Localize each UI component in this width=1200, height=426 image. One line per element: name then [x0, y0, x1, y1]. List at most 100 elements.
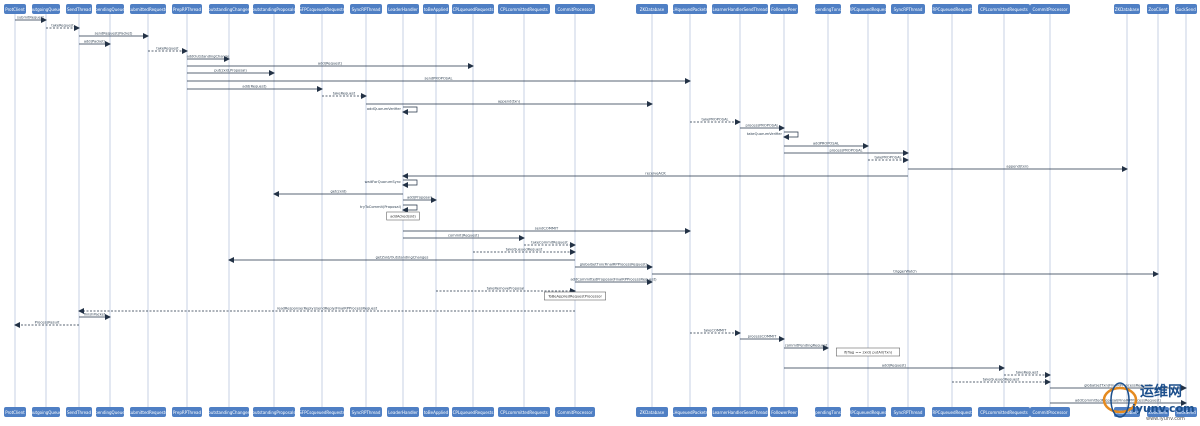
- self-message-arrow: [402, 204, 418, 213]
- self-message-0: takeQuorumVerifier: [747, 131, 799, 140]
- participant-box: [1030, 4, 1070, 14]
- participant-bottom-1: outgoingQueue: [31, 407, 62, 417]
- participant-box: [636, 407, 668, 417]
- message-6: add(Request): [187, 62, 474, 69]
- participant-bottom-18: FollowerPeer: [770, 407, 798, 417]
- message-30: readResponse(Reply)/sendReply/FinalRPPro…: [78, 307, 575, 314]
- message-29: takeRemoveProposal: [436, 287, 576, 294]
- message-36: add(Request): [784, 364, 1005, 371]
- participant-name: ZooClient: [1148, 410, 1168, 415]
- message-label: append(txn): [1006, 165, 1029, 169]
- participant-bottom-7: outstandingProposals: [253, 407, 295, 417]
- participant-box: [387, 407, 419, 417]
- message-label: add(Packet): [84, 40, 106, 44]
- participant-box: [770, 4, 798, 14]
- participant-box: [350, 407, 382, 417]
- participant-name: outstandingChanges: [208, 7, 249, 12]
- message-33: takeCOMMIT: [690, 329, 741, 336]
- message-label: sendRequest(Packet): [95, 32, 133, 36]
- participant-box: [32, 407, 60, 417]
- participant-box: [498, 4, 550, 14]
- participant-top-20: SRPCqueuedRequests: [846, 4, 890, 14]
- message-17: append(txn): [908, 165, 1128, 172]
- participant-box: [300, 407, 344, 417]
- participant-bottom-19: pendingTxns: [815, 407, 841, 417]
- message-12: takePROPOSAL: [690, 118, 741, 125]
- participant-box: [815, 407, 841, 417]
- self-message-label: takeQuorumVerifier: [747, 132, 783, 136]
- participant-name: PrepRPThread: [173, 7, 202, 12]
- message-label: addCommittedProposal(FinalRPProcessReque…: [570, 278, 657, 282]
- participant-top-26: ZooClient: [1147, 4, 1169, 14]
- participant-name: outgoingQueue: [31, 410, 62, 415]
- message-31: finishPacket: [79, 313, 111, 320]
- participant-top-15: ZKDatabase: [636, 4, 668, 14]
- message-label: receiveACK: [645, 172, 666, 176]
- message-label: processPROPOSAL: [829, 149, 862, 153]
- message-label: finishPacket: [84, 313, 106, 317]
- message-38: takeQueuedRequest: [952, 378, 1051, 385]
- participant-name: pendingQueue: [95, 7, 125, 12]
- message-label: processCOMMIT: [748, 335, 777, 339]
- note-0: addAcked(sid): [386, 211, 420, 221]
- participant-name: LHqueuedPackets: [672, 410, 707, 415]
- self-message-3: tryToCommit(Proposal): [360, 204, 418, 213]
- participant-box: [96, 4, 124, 14]
- participant-top-23: CPLcommittedRequests: [978, 4, 1030, 14]
- participant-bottom-5: PrepRPThread: [172, 407, 202, 417]
- participant-bottom-15: ZKDatabase: [636, 407, 668, 417]
- participant-name: SyncRPThread: [352, 410, 381, 415]
- participant-name: SyncRPThread: [894, 7, 923, 12]
- message-21: sendCOMMIT: [403, 227, 691, 234]
- participant-bottom-3: pendingQueue: [95, 407, 125, 417]
- participant-name: CPLqueuedRequests: [453, 410, 494, 415]
- note-text: if(flag == zxid) putAll(Txn): [844, 350, 893, 354]
- messages: submitRequesttakeRequestsendRequest(Pack…: [14, 16, 1187, 406]
- participant-box: [452, 4, 494, 14]
- message-label: add(Request): [318, 62, 343, 66]
- participant-box: [172, 407, 202, 417]
- participant-bottom-20: SRPCqueuedRequests: [846, 407, 890, 417]
- participant-top-14: CommitProcessor: [555, 4, 595, 14]
- message-8: sendPROPOSAL: [187, 77, 691, 84]
- message-label: addOutstandingChange: [187, 55, 230, 59]
- message-26: globalSetTxn(FinalRPProcessRequest): [575, 263, 653, 270]
- participant-box: [978, 407, 1030, 417]
- participant-box: [770, 407, 798, 417]
- self-message-arrow: [402, 179, 418, 188]
- participant-box: [850, 407, 886, 417]
- participant-box: [423, 407, 449, 417]
- participant-top-5: PrepRPThread: [172, 4, 202, 14]
- participant-top-7: outstandingProposals: [253, 4, 295, 14]
- self-message-arrow: [783, 131, 799, 140]
- message-label: add(Request): [882, 364, 907, 368]
- participant-bottom-14: CommitProcessor: [555, 407, 595, 417]
- message-label: takeQueuedRequest: [506, 248, 543, 252]
- message-label: getZxid/OutstandingChanges: [376, 256, 429, 260]
- participant-name: CPLcommittedRequests: [980, 7, 1027, 12]
- participant-name: FollowerPeer: [771, 7, 797, 12]
- watermark-site: iyunv.com: [1132, 402, 1195, 415]
- message-14: addPROPOSAL: [784, 142, 869, 149]
- participant-top-3: pendingQueue: [95, 4, 125, 14]
- participant-name: ZooClient: [1148, 7, 1168, 12]
- participant-box: [452, 407, 494, 417]
- participant-box: [555, 4, 595, 14]
- message-15: processPROPOSAL: [784, 149, 909, 156]
- participant-name: toBeApplied: [424, 7, 449, 12]
- participant-top-19: pendingTxns: [815, 4, 841, 14]
- participant-box: [932, 407, 972, 417]
- message-24: takeQueuedRequest: [473, 248, 576, 255]
- participant-bottom-26: ZooClient: [1147, 407, 1169, 417]
- message-label: takeCommitRequest: [531, 241, 568, 245]
- participant-name: SockSend: [1176, 410, 1196, 415]
- participant-top-13: CPLcommittedRequests: [498, 4, 550, 14]
- participant-box: [32, 4, 60, 14]
- message-35: commitPendingRequest: [784, 344, 829, 351]
- message-5: addOutstandingChange: [187, 55, 230, 62]
- self-message-2: waitForQuorumSync: [365, 179, 418, 188]
- notes: addAcked(sid)ToBeAppliedRequestProcessor…: [386, 211, 900, 357]
- participant-box: [891, 4, 925, 14]
- participant-box: [673, 4, 707, 14]
- participant-name: CommitProcessor: [558, 7, 593, 12]
